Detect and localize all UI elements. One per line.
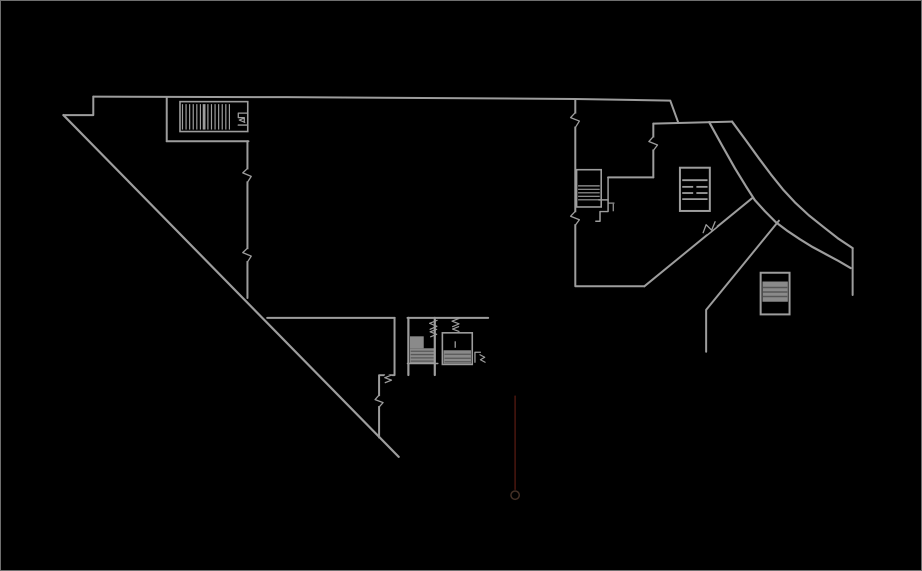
- road-top-line[interactable]: [652, 120, 734, 125]
- kiosk-rect[interactable]: [759, 271, 791, 316]
- door-zigzag-right[interactable]: [479, 354, 486, 363]
- room-rect[interactable]: [441, 332, 474, 366]
- east-diagonal[interactable]: [643, 197, 753, 288]
- mid-stair-solid-fill[interactable]: [409, 336, 424, 349]
- main-diagonal-boundary[interactable]: [62, 114, 400, 458]
- court-jog-break[interactable]: [384, 374, 393, 384]
- stair1-notch[interactable]: [237, 112, 248, 123]
- door-bracket-right[interactable]: [474, 351, 482, 363]
- door-zigzag-1b[interactable]: [429, 328, 438, 338]
- door-zigzag-2a[interactable]: [451, 317, 460, 328]
- northwest-corner-step[interactable]: [62, 95, 95, 117]
- red-leader-circle[interactable]: [510, 490, 521, 501]
- court-wall-break[interactable]: [374, 394, 384, 408]
- stair1-notch-zigzag[interactable]: [238, 117, 246, 123]
- stair3-rect[interactable]: [678, 166, 711, 212]
- plaza-wall-break[interactable]: [648, 135, 659, 152]
- stair2-rect[interactable]: [575, 168, 603, 208]
- south-diagonal[interactable]: [705, 219, 780, 353]
- west-wall-break-2[interactable]: [242, 247, 252, 263]
- west-wall-break-1[interactable]: [242, 167, 252, 184]
- room-fill[interactable]: [443, 350, 471, 364]
- stair1-rect[interactable]: [179, 100, 249, 133]
- mid-stair-striped-fill[interactable]: [409, 348, 435, 364]
- road-inner-curve[interactable]: [708, 120, 852, 270]
- door-zigzag-2b[interactable]: [451, 326, 460, 333]
- top-boundary[interactable]: [92, 95, 680, 124]
- east-wall-break-1[interactable]: [569, 111, 581, 129]
- road-outer-curve[interactable]: [730, 120, 854, 250]
- east-wall-break-2[interactable]: [569, 210, 581, 226]
- east-wall[interactable]: [574, 97, 646, 288]
- door-zigzag-1a[interactable]: [429, 319, 438, 330]
- east-diagonal-break[interactable]: [702, 221, 716, 234]
